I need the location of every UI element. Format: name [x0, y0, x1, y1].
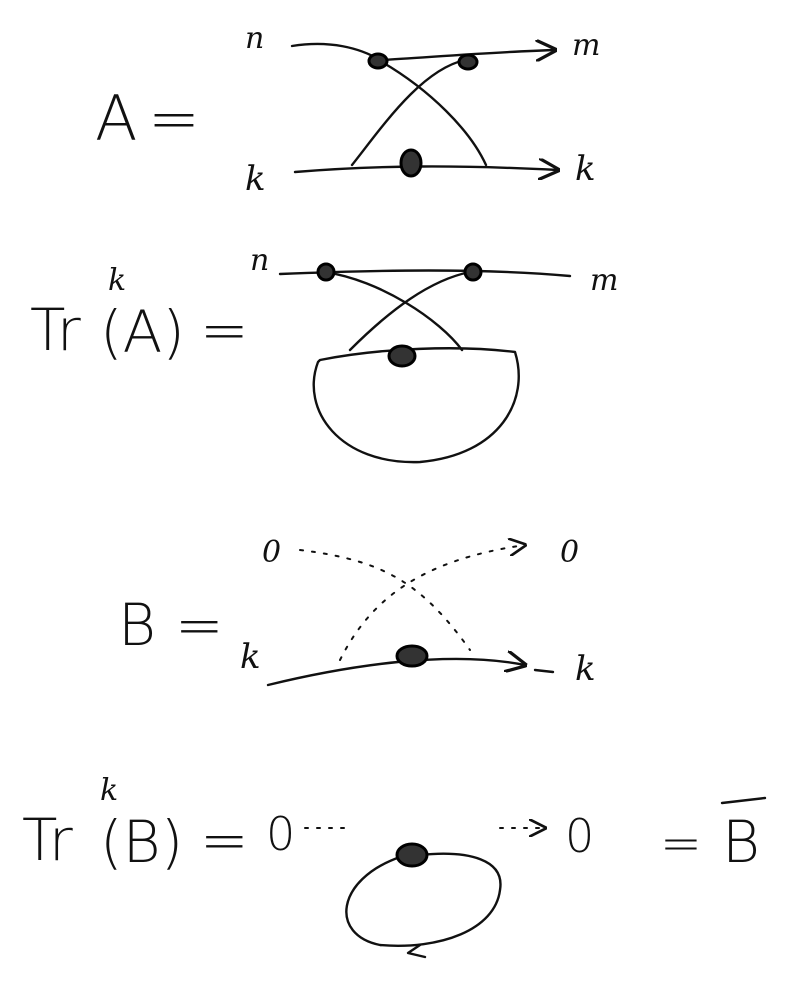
strand-n-m: [290, 44, 555, 60]
equation-b: B = 0 0 k k: [118, 535, 596, 689]
equals-sign: =: [200, 806, 249, 874]
knot-dot: [395, 842, 429, 868]
trace-loop: [312, 347, 520, 464]
loop-arrow-icon: [406, 943, 427, 959]
label-n: n: [245, 21, 264, 56]
trace-operator: Tr: [22, 806, 73, 874]
equation-a: A = n m k k: [95, 21, 600, 199]
dotted-strand: [339, 545, 525, 661]
label-m: m: [572, 28, 600, 63]
label-n: n: [250, 243, 269, 278]
strand-k-k: [266, 659, 525, 687]
knot-dot: [463, 262, 483, 282]
trace-superscript: k: [100, 773, 118, 808]
knot-dot: [367, 52, 389, 70]
label-b-bar: B: [722, 808, 760, 876]
crossing-strand-up: [350, 58, 467, 167]
label-k-right: k: [575, 149, 596, 189]
trace-loop: [345, 852, 502, 947]
equals-sign: =: [200, 296, 249, 364]
knot-dot: [316, 262, 336, 282]
trace-superscript: k: [108, 263, 126, 298]
crossing-strand-up: [348, 270, 472, 352]
label-b: B: [118, 591, 156, 659]
label-zero-right: 0: [560, 535, 579, 570]
equals-sign: =: [175, 591, 224, 659]
knot-dot: [457, 53, 479, 71]
equals-sign: =: [148, 82, 200, 155]
trace-argument: (A): [100, 298, 185, 366]
dotted-strand: [299, 549, 471, 651]
crossing-strand-down: [380, 60, 488, 167]
knot-dot: [387, 344, 417, 368]
knot-dot: [395, 644, 429, 668]
equals-sign: =: [660, 814, 702, 872]
trace-operator: Tr: [30, 296, 81, 364]
equation-trace-b: Tr k (B) = 0 0 = B: [22, 773, 767, 959]
label-a: A: [95, 82, 137, 155]
label-zero-left: 0: [262, 535, 281, 570]
strand-k-k: [293, 166, 558, 172]
label-m: m: [590, 263, 618, 298]
label-k-left: k: [245, 159, 266, 199]
overline: [720, 796, 767, 805]
trace-argument: (B): [100, 808, 183, 876]
label-k-left: k: [240, 637, 261, 677]
label-zero-right: 0: [565, 809, 594, 863]
knot-dot: [399, 148, 423, 178]
label-zero-left: 0: [266, 807, 295, 861]
label-k-right: k: [575, 649, 596, 689]
strand-tail: [533, 668, 555, 674]
crossing-strand-down: [323, 270, 464, 352]
equation-trace-a: Tr k (A) = n m: [30, 243, 618, 464]
